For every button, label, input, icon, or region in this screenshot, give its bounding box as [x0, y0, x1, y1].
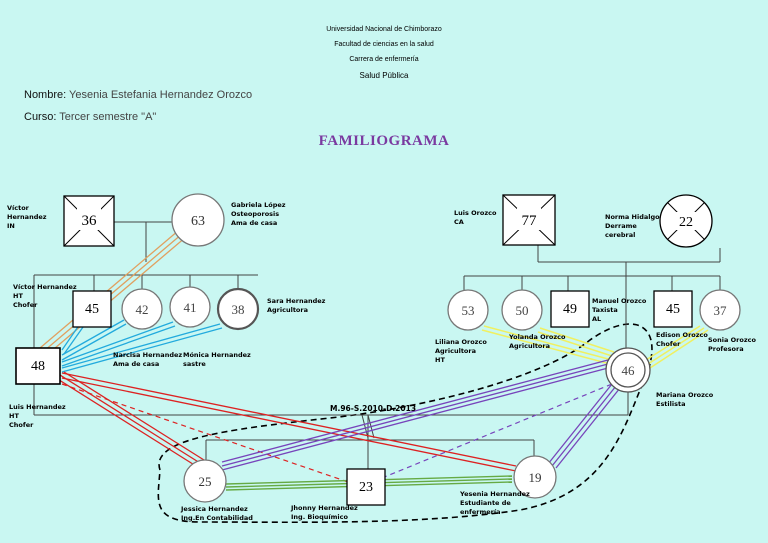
- member-victor-jr: 45: [72, 290, 112, 328]
- page-title: FAMILIOGRAMA: [318, 133, 450, 149]
- member-jhonny: 23: [346, 468, 386, 506]
- age-gabriela: 63: [191, 214, 205, 229]
- age-jessica: 25: [199, 474, 212, 489]
- age-manuel: 49: [563, 302, 577, 317]
- member-jessica: 25: [183, 459, 227, 503]
- left-family-lines: [33, 221, 258, 415]
- age-edison: 45: [666, 302, 680, 317]
- household-boundary: [157, 323, 653, 524]
- age-victor-sr: 36: [82, 213, 98, 229]
- name-value: Yesenia Estefania Hernandez Orozco: [69, 89, 253, 101]
- member-luis-sr: 77: [502, 194, 556, 246]
- age-luis-sr: 77: [522, 213, 538, 229]
- age-mariana: 46: [622, 363, 636, 378]
- weak-purple-line: [381, 383, 613, 479]
- member-sonia: 37: [699, 289, 741, 331]
- member-sara: 38: [216, 287, 260, 331]
- age-norma: 22: [679, 215, 693, 230]
- course-value: Tercer semestre "A": [59, 111, 157, 123]
- marriage-lines: [34, 380, 629, 469]
- age-sara: 38: [232, 302, 245, 317]
- marriage-label: M.96-S.2010-D.2013: [330, 404, 417, 413]
- member-narcisa: 42: [121, 288, 163, 330]
- member-mariana: 46: [605, 347, 651, 393]
- member-luis-h: 48: [15, 347, 61, 385]
- age-luis-h: 48: [31, 359, 45, 374]
- age-yolanda: 50: [516, 303, 529, 318]
- career-name: Carrera de enfermería: [349, 56, 419, 63]
- member-yolanda: 50: [501, 289, 543, 331]
- member-liliana: 53: [447, 289, 489, 331]
- university-name: Universidad Nacional de Chimborazo: [326, 26, 442, 33]
- member-edison: 45: [653, 290, 693, 328]
- member-victor-sr: 36: [63, 195, 115, 247]
- member-monica: 41: [169, 286, 211, 328]
- age-victor-jr: 45: [85, 302, 99, 317]
- age-monica: 41: [184, 300, 197, 315]
- name-label: Nombre:: [24, 89, 67, 101]
- close-relationship-yellow: [481, 325, 709, 369]
- member-manuel: 49: [550, 290, 590, 328]
- member-norma: 22: [659, 194, 713, 248]
- member-gabriela: 63: [171, 193, 225, 247]
- age-yesenia: 19: [529, 470, 542, 485]
- faculty-name: Facultad de ciencias en la salud: [334, 41, 434, 48]
- program-name: Salud Pública: [359, 71, 409, 80]
- age-narcisa: 42: [136, 302, 149, 317]
- conflict-relationship: [55, 371, 517, 472]
- student-course-row: Curso: Tercer semestre "A": [24, 111, 156, 123]
- age-liliana: 53: [462, 303, 475, 318]
- close-relationship-purple: [221, 359, 621, 471]
- age-jhonny: 23: [359, 480, 373, 495]
- member-yesenia: 19: [513, 455, 557, 499]
- course-label: Curso:: [24, 111, 57, 123]
- age-sonia: 37: [714, 303, 728, 318]
- student-name-row: Nombre: Yesenia Estefania Hernandez Oroz…: [24, 89, 252, 101]
- distant-relationship: [39, 224, 194, 355]
